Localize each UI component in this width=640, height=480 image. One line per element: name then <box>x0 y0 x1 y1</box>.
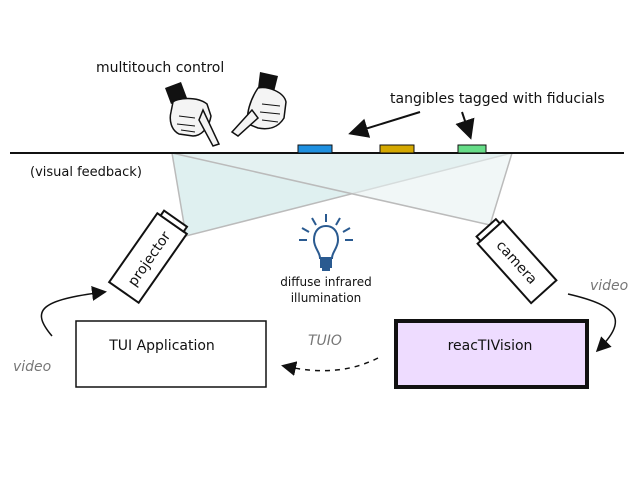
video-label-right: video <box>590 278 628 294</box>
tui-application-box[interactable] <box>75 320 267 388</box>
visual-feedback-label: (visual feedback) <box>30 165 142 180</box>
tui-application-label: TUI Application <box>108 338 215 354</box>
bulb-label-line2: illumination <box>291 291 362 305</box>
video-arrow-left <box>40 286 107 337</box>
tangible-yellow[interactable] <box>379 144 415 154</box>
video-label-left: video <box>13 359 51 375</box>
bulb-label-line1: diffuse infrared <box>280 275 371 289</box>
tangibles-arrow-1 <box>348 111 421 138</box>
reactivision-label: reacTIVision <box>448 338 533 354</box>
tangibles-label: tangibles tagged with fiducials <box>390 91 605 107</box>
tangible-green[interactable] <box>457 144 487 154</box>
reactivision-box[interactable] <box>394 319 589 389</box>
pointing-hand-icon <box>165 72 287 147</box>
lightbulb-icon <box>299 214 353 271</box>
video-arrow-right <box>567 293 617 353</box>
tuio-arrow <box>281 357 379 376</box>
projector[interactable]: projector <box>107 208 190 305</box>
tangibles-arrow-2 <box>455 111 475 140</box>
multitouch-label: multitouch control <box>96 60 224 76</box>
tangible-blue[interactable] <box>297 144 333 154</box>
tuio-label: TUIO <box>308 333 342 349</box>
camera[interactable]: camera <box>474 216 558 305</box>
